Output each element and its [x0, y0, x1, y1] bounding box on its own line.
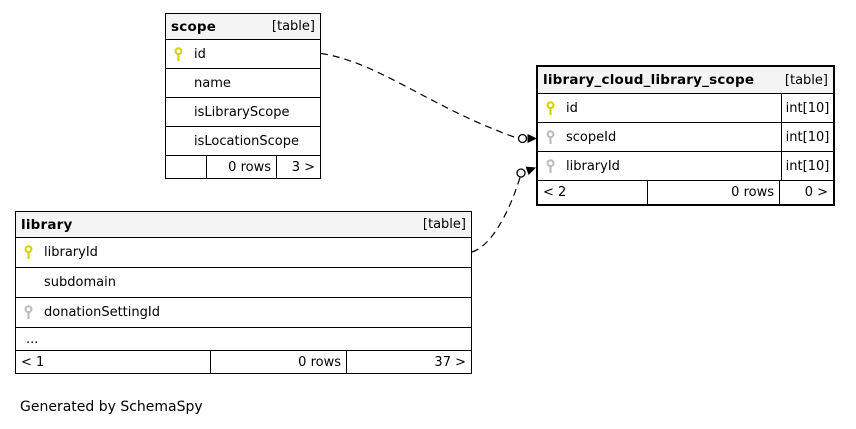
- column-row[interactable]: scopeId int[10]: [538, 122, 833, 151]
- column-row[interactable]: id: [166, 39, 320, 68]
- column-row[interactable]: libraryId int[10]: [538, 151, 833, 180]
- column-name: libraryId: [566, 158, 620, 174]
- column-name: id: [194, 46, 206, 62]
- table-header: library_cloud_library_scope [table]: [538, 67, 833, 93]
- table-name[interactable]: scope: [171, 18, 217, 35]
- table-name[interactable]: library: [21, 216, 73, 233]
- primary-key-icon: [172, 46, 187, 62]
- table-footer: < 2 0 rows 0 >: [538, 180, 833, 204]
- column-row[interactable]: subdomain: [16, 267, 471, 297]
- column-row[interactable]: isLocationScope: [166, 126, 320, 155]
- footer-row-count: 0 rows: [647, 181, 779, 204]
- column-name: donationSettingId: [44, 305, 160, 320]
- more-columns-row[interactable]: ...: [16, 327, 471, 350]
- table-header: scope [table]: [166, 14, 320, 39]
- column-row[interactable]: libraryId: [16, 237, 471, 267]
- column-name: isLocationScope: [194, 133, 299, 149]
- table-footer: 0 rows 3 >: [166, 155, 320, 178]
- column-name: id: [566, 100, 578, 116]
- foreign-key-icon: [544, 158, 559, 174]
- column-row[interactable]: name: [166, 68, 320, 97]
- column-row[interactable]: isLibraryScope: [166, 97, 320, 126]
- table-kind-label: [table]: [271, 19, 315, 34]
- column-row[interactable]: id int[10]: [538, 93, 833, 122]
- table-kind-label: [table]: [784, 72, 828, 88]
- column-row[interactable]: donationSettingId: [16, 297, 471, 327]
- table-node-library-cloud-library-scope[interactable]: library_cloud_library_scope [table] id i…: [536, 65, 835, 206]
- footer-row-count: 0 rows: [210, 351, 346, 373]
- ellipsis-label: ...: [26, 331, 39, 347]
- primary-key-icon: [544, 100, 559, 116]
- generator-note: Generated by SchemaSpy: [20, 399, 203, 415]
- foreign-key-icon: [22, 305, 37, 320]
- relation-scope-to-junction: [320, 52, 537, 144]
- column-name: subdomain: [44, 275, 116, 290]
- column-type: int[10]: [781, 123, 833, 151]
- footer-parents-count: 3 >: [276, 156, 320, 178]
- table-kind-label: [table]: [422, 217, 466, 232]
- footer-row-count: 0 rows: [206, 156, 276, 178]
- foreign-key-icon: [544, 129, 559, 145]
- relation-library-to-junction: [471, 166, 536, 253]
- column-name: isLibraryScope: [194, 104, 290, 120]
- column-type: int[10]: [781, 94, 833, 122]
- column-name: name: [194, 75, 231, 91]
- footer-parents-count: 37 >: [346, 351, 471, 373]
- column-name: scopeId: [566, 129, 617, 145]
- table-header: library [table]: [16, 212, 471, 237]
- table-node-library[interactable]: library [table] libraryId subdomain dona…: [15, 211, 472, 374]
- footer-children-count: < 2: [543, 185, 567, 200]
- primary-key-icon: [22, 245, 37, 260]
- column-type: int[10]: [781, 152, 833, 180]
- column-name: libraryId: [44, 245, 98, 260]
- table-footer: < 1 0 rows 37 >: [16, 350, 471, 373]
- footer-parents-count: 0 >: [779, 181, 833, 204]
- table-node-scope[interactable]: scope [table] id name isLibraryScope isL…: [165, 13, 321, 179]
- footer-children-count: < 1: [21, 354, 45, 370]
- footer-children-count: [166, 156, 206, 178]
- table-name[interactable]: library_cloud_library_scope: [543, 72, 755, 88]
